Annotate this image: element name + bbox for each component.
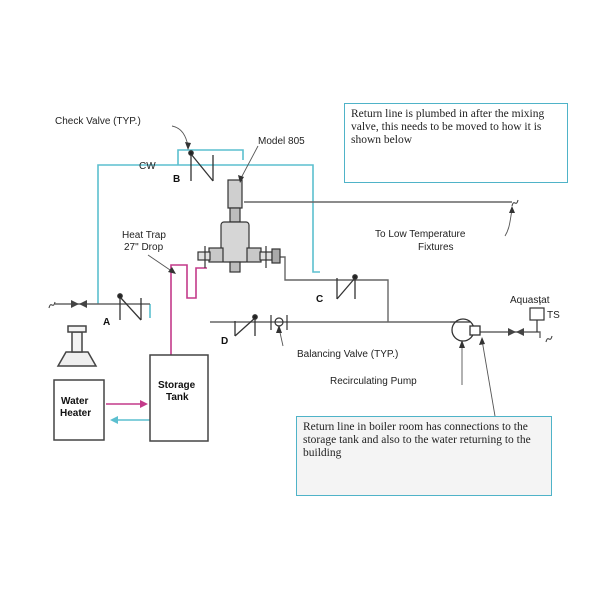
heat-trap-label-1: Heat Trap	[122, 230, 166, 241]
water-heater-body	[53, 379, 105, 441]
balancing-valve-label: Balancing Valve (TYP.)	[297, 349, 398, 360]
low-temp-label-1: To Low Temperature	[375, 229, 466, 240]
check-valve-d-icon	[234, 314, 258, 337]
check-valve-c-icon	[336, 274, 358, 300]
cold-line-main	[97, 164, 320, 304]
water-heater-label-1: Water	[61, 396, 89, 407]
outlet-break	[545, 335, 553, 343]
check-valve-label: Check Valve (TYP.)	[55, 116, 141, 127]
heat-trap-label-2: 27" Drop	[124, 242, 164, 253]
gray-pipes	[55, 201, 541, 338]
callout-boiler-room-note: Return line in boiler room has connectio…	[296, 416, 552, 496]
point-d-label: D	[221, 336, 228, 347]
hot-supply-arrowhead	[140, 400, 148, 408]
inlet-valve-icon	[71, 300, 87, 308]
cold-line-to-mixer	[177, 149, 244, 165]
flue-hood	[56, 351, 98, 367]
hot-water-lines	[106, 264, 207, 405]
inlet-break	[48, 301, 56, 309]
return-pipe-upper	[280, 256, 389, 322]
cold-water-lines	[97, 149, 320, 421]
leader-lines	[147, 125, 541, 417]
hot-line-heat-trap	[170, 264, 207, 355]
check-valve-a-icon	[117, 293, 142, 321]
leader-heat-trap	[147, 254, 174, 273]
point-c-label: C	[316, 294, 323, 305]
check-valve-b-icon	[188, 150, 214, 182]
leader-callout-bottom	[481, 339, 496, 417]
leader-arrowheads	[168, 142, 515, 348]
pump-outlet-pipe	[480, 331, 541, 338]
cw-label: CW	[139, 161, 156, 172]
recirculating-pump-label: Recirculating Pump	[330, 376, 417, 387]
point-b-label: B	[173, 174, 180, 185]
storage-tank	[149, 354, 209, 442]
leader-model	[239, 145, 259, 181]
water-heater	[53, 325, 105, 441]
aquastat-label: Aquastat	[510, 295, 550, 306]
recirculating-pump-icon	[450, 318, 481, 342]
point-a-label: A	[103, 317, 110, 328]
storage-tank-label-1: Storage	[158, 380, 196, 391]
low-temp-label-2: Fixtures	[418, 242, 454, 253]
callout-return-line-note: Return line is plumbed in after the mixi…	[344, 103, 568, 183]
leader-low-temp	[504, 209, 513, 237]
water-heater-label-2: Heater	[60, 408, 91, 419]
mixing-valve-icon	[197, 179, 281, 273]
low-temp-break	[511, 199, 519, 207]
ts-label: TS	[547, 310, 560, 321]
flue-cap	[67, 325, 87, 333]
storage-tank-label-2: Tank	[166, 392, 189, 403]
cold-return-arrowhead	[110, 416, 118, 424]
flue-pipe	[71, 331, 83, 353]
aquastat-valve-icon	[508, 328, 524, 336]
model-label: Model 805	[258, 136, 305, 147]
aquastat-icon	[529, 307, 545, 332]
